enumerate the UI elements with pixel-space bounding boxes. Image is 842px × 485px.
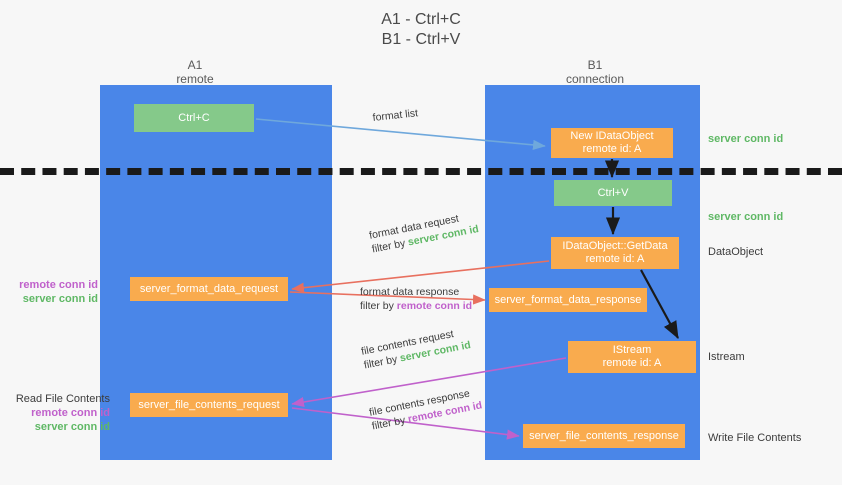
label-group-read-file-contents: Read File Contents remote conn id server…	[8, 392, 110, 434]
column-a1-name: A1	[187, 58, 203, 72]
box-server-file-contents-response-label: server_file_contents_response	[529, 429, 679, 442]
box-ctrl-v[interactable]: Ctrl+V	[554, 180, 672, 206]
label-read-file-contents: Read File Contents	[15, 393, 110, 405]
column-b1-sub: connection	[565, 72, 625, 86]
title-line-1: A1 - Ctrl+C	[381, 11, 461, 28]
box-new-idataobject-subtitle: remote id: A	[582, 143, 642, 155]
caption-format-list-text: format list	[372, 107, 419, 124]
box-getdata-title: IDataObject::GetData	[562, 240, 668, 252]
caption-format-data-response-text: format data response	[360, 286, 460, 298]
caption-format-data-response: format data response filter by remote co…	[360, 285, 472, 313]
label-remote-conn-id-1: remote conn id	[19, 279, 98, 291]
box-istream-title: IStream	[612, 344, 652, 356]
label-dataobject: DataObject	[708, 246, 764, 258]
label-server-conn-id-top: server conn id	[708, 133, 784, 145]
caption-file-contents-request: file contents request filter by server c…	[360, 324, 472, 372]
box-ctrl-c-label: Ctrl+C	[178, 111, 210, 124]
caption-format-data-request: format data request filter by server con…	[368, 208, 480, 256]
box-server-format-data-request[interactable]: server_format_data_request	[130, 277, 288, 301]
caption-format-data-response-filter-value: remote conn id	[396, 300, 473, 312]
label-server-conn-id-mid: server conn id	[708, 211, 784, 223]
column-header-b1: B1 connection	[530, 58, 660, 86]
caption-file-contents-response: file contents response filter by remote …	[368, 385, 483, 434]
title-line-2: B1 - Ctrl+V	[381, 31, 461, 48]
caption-format-list: format list	[372, 106, 419, 125]
column-a1-sub: remote	[176, 72, 214, 86]
box-server-format-data-response-label: server_format_data_response	[494, 293, 642, 306]
label-server-conn-id-1: server conn id	[22, 293, 98, 305]
box-server-format-data-request-label: server_format_data_request	[139, 282, 279, 295]
box-server-file-contents-request-label: server_file_contents_request	[138, 398, 280, 411]
label-remote-conn-id-2: remote conn id	[31, 407, 110, 419]
box-istream[interactable]: IStream remote id: A	[568, 341, 696, 373]
box-istream-subtitle: remote id: A	[602, 357, 662, 369]
box-new-idataobject[interactable]: New IDataObject remote id: A	[551, 128, 673, 158]
label-istream: Istream	[708, 351, 745, 363]
caption-format-data-response-filter-prefix: filter by	[360, 300, 397, 312]
box-idataobject-getdata[interactable]: IDataObject::GetData remote id: A	[551, 237, 679, 269]
label-write-file-contents: Write File Contents	[708, 432, 802, 444]
box-server-file-contents-response[interactable]: server_file_contents_response	[523, 424, 685, 448]
page-title: A1 - Ctrl+C B1 - Ctrl+V	[0, 10, 842, 50]
column-header-a1: A1 remote	[130, 58, 260, 86]
box-ctrl-v-label: Ctrl+V	[597, 186, 629, 199]
box-getdata-subtitle: remote id: A	[585, 253, 645, 265]
dashed-divider	[0, 168, 842, 175]
column-b1-name: B1	[587, 58, 603, 72]
label-server-conn-id-2: server conn id	[34, 421, 110, 433]
box-server-file-contents-request[interactable]: server_file_contents_request	[130, 393, 288, 417]
box-ctrl-c[interactable]: Ctrl+C	[134, 104, 254, 132]
label-group-format-conn-ids: remote conn id server conn id	[8, 278, 98, 306]
box-new-idataobject-title: New IDataObject	[570, 130, 654, 142]
box-server-format-data-response[interactable]: server_format_data_response	[489, 288, 647, 312]
